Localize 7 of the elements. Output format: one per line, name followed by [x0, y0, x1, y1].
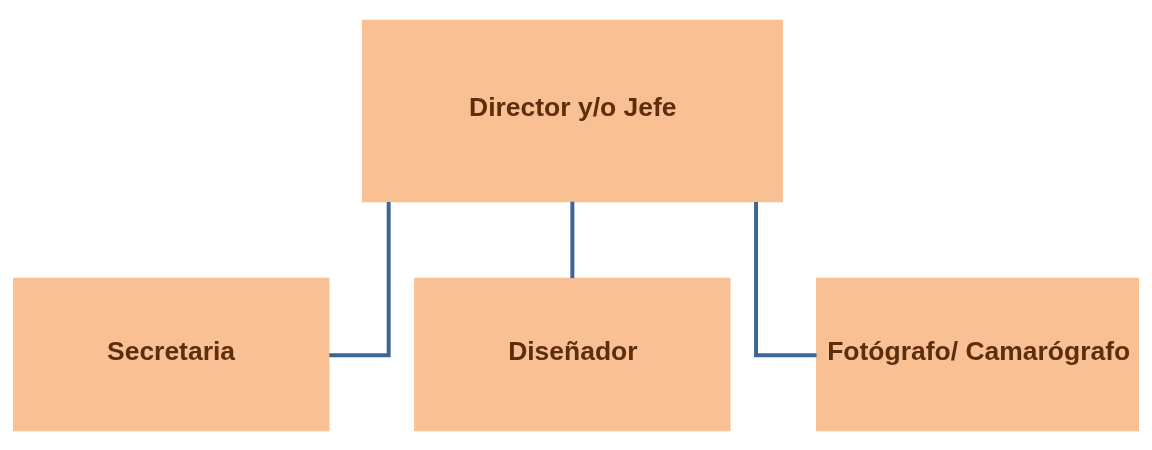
node-box: Diseñador	[414, 277, 731, 431]
node-box: Fotógrafo/ Camarógrafo	[815, 277, 1139, 431]
connector	[754, 201, 817, 357]
node-box: Director y/o Jefe	[361, 19, 783, 202]
connector	[329, 201, 391, 357]
connector	[570, 201, 575, 278]
node-box: Secretaria	[13, 277, 330, 431]
